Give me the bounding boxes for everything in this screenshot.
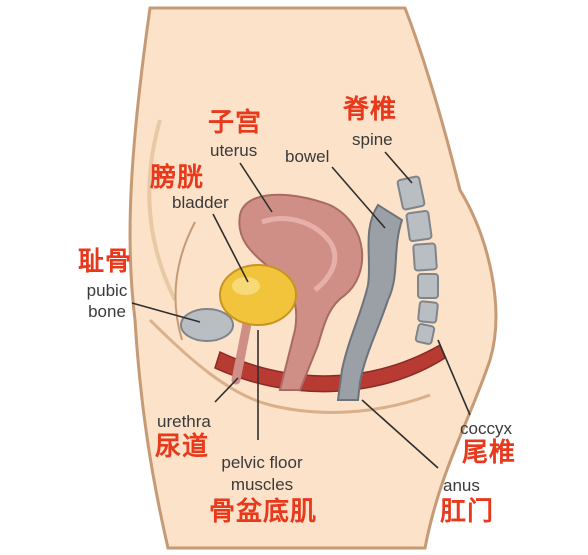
pubic-label-zh: 耻骨 bbox=[78, 247, 133, 277]
uterus-cavity bbox=[261, 216, 338, 292]
pubic-bone-shape bbox=[180, 308, 234, 342]
coccyx-label-zh: 尾椎 bbox=[462, 438, 517, 468]
anus-label-zh: 肛门 bbox=[440, 497, 495, 527]
bowel-shape bbox=[336, 203, 404, 401]
bladder-highlight bbox=[232, 277, 260, 295]
skin-fold-line bbox=[147, 119, 177, 301]
bladder-label-zh: 膀胱 bbox=[150, 163, 205, 193]
pubic-label-en-2: bone bbox=[88, 302, 126, 321]
pelvic-floor-label-en-2: muscles bbox=[230, 475, 294, 494]
groin-contour bbox=[174, 221, 196, 341]
uterus-label-zh: 子宫 bbox=[208, 108, 263, 138]
bowel-label-en: bowel bbox=[285, 147, 330, 166]
bladder-label-en: bladder bbox=[172, 193, 229, 212]
leader-lines bbox=[131, 151, 471, 469]
spine-vertebrae bbox=[396, 175, 439, 345]
spine-label-zh: 脊椎 bbox=[343, 95, 398, 125]
uterus-label-en: uterus bbox=[210, 141, 258, 160]
spine-label-en: spine bbox=[352, 130, 393, 149]
pelvic-floor-label-en-1: pelvic floor bbox=[221, 453, 303, 472]
thigh-contour bbox=[148, 318, 431, 414]
urethra-label-en: urethra bbox=[157, 412, 211, 431]
pubic-label-en-1: pubic bbox=[86, 281, 128, 300]
urethra-label-zh: 尿道 bbox=[155, 432, 210, 462]
coccyx-label-en: coccyx bbox=[460, 419, 512, 438]
anus-label-en: anus bbox=[443, 476, 480, 495]
bladder-shape bbox=[219, 264, 297, 326]
pelvic-floor-label-zh: 骨盆底肌 bbox=[208, 497, 317, 527]
